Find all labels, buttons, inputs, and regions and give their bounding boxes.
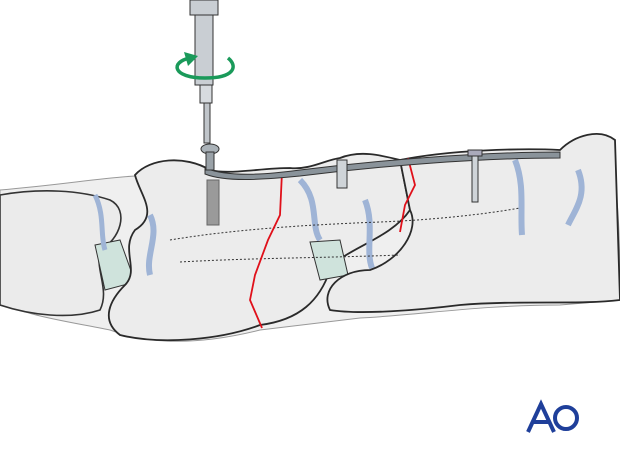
screwdriver bbox=[189, 0, 220, 171]
screw-right bbox=[467, 149, 483, 203]
screw-middle bbox=[336, 159, 348, 189]
disc-middle-2 bbox=[297, 177, 323, 242]
rotation-arrow-icon bbox=[175, 52, 235, 80]
disc-right-2 bbox=[565, 168, 585, 227]
dotted-outline-2 bbox=[179, 254, 401, 263]
screw-hole-main bbox=[206, 179, 220, 226]
fracture-line-2 bbox=[399, 157, 416, 233]
ao-logo bbox=[526, 399, 579, 433]
disc-middle-1 bbox=[146, 213, 157, 276]
plate bbox=[204, 151, 561, 180]
vertebra-right bbox=[326, 133, 620, 313]
disc-left-1 bbox=[92, 193, 108, 251]
disc-right-1 bbox=[512, 158, 525, 236]
dotted-outline bbox=[169, 207, 521, 241]
fracture-line-1 bbox=[249, 171, 283, 329]
disc-middle-3 bbox=[362, 198, 375, 270]
